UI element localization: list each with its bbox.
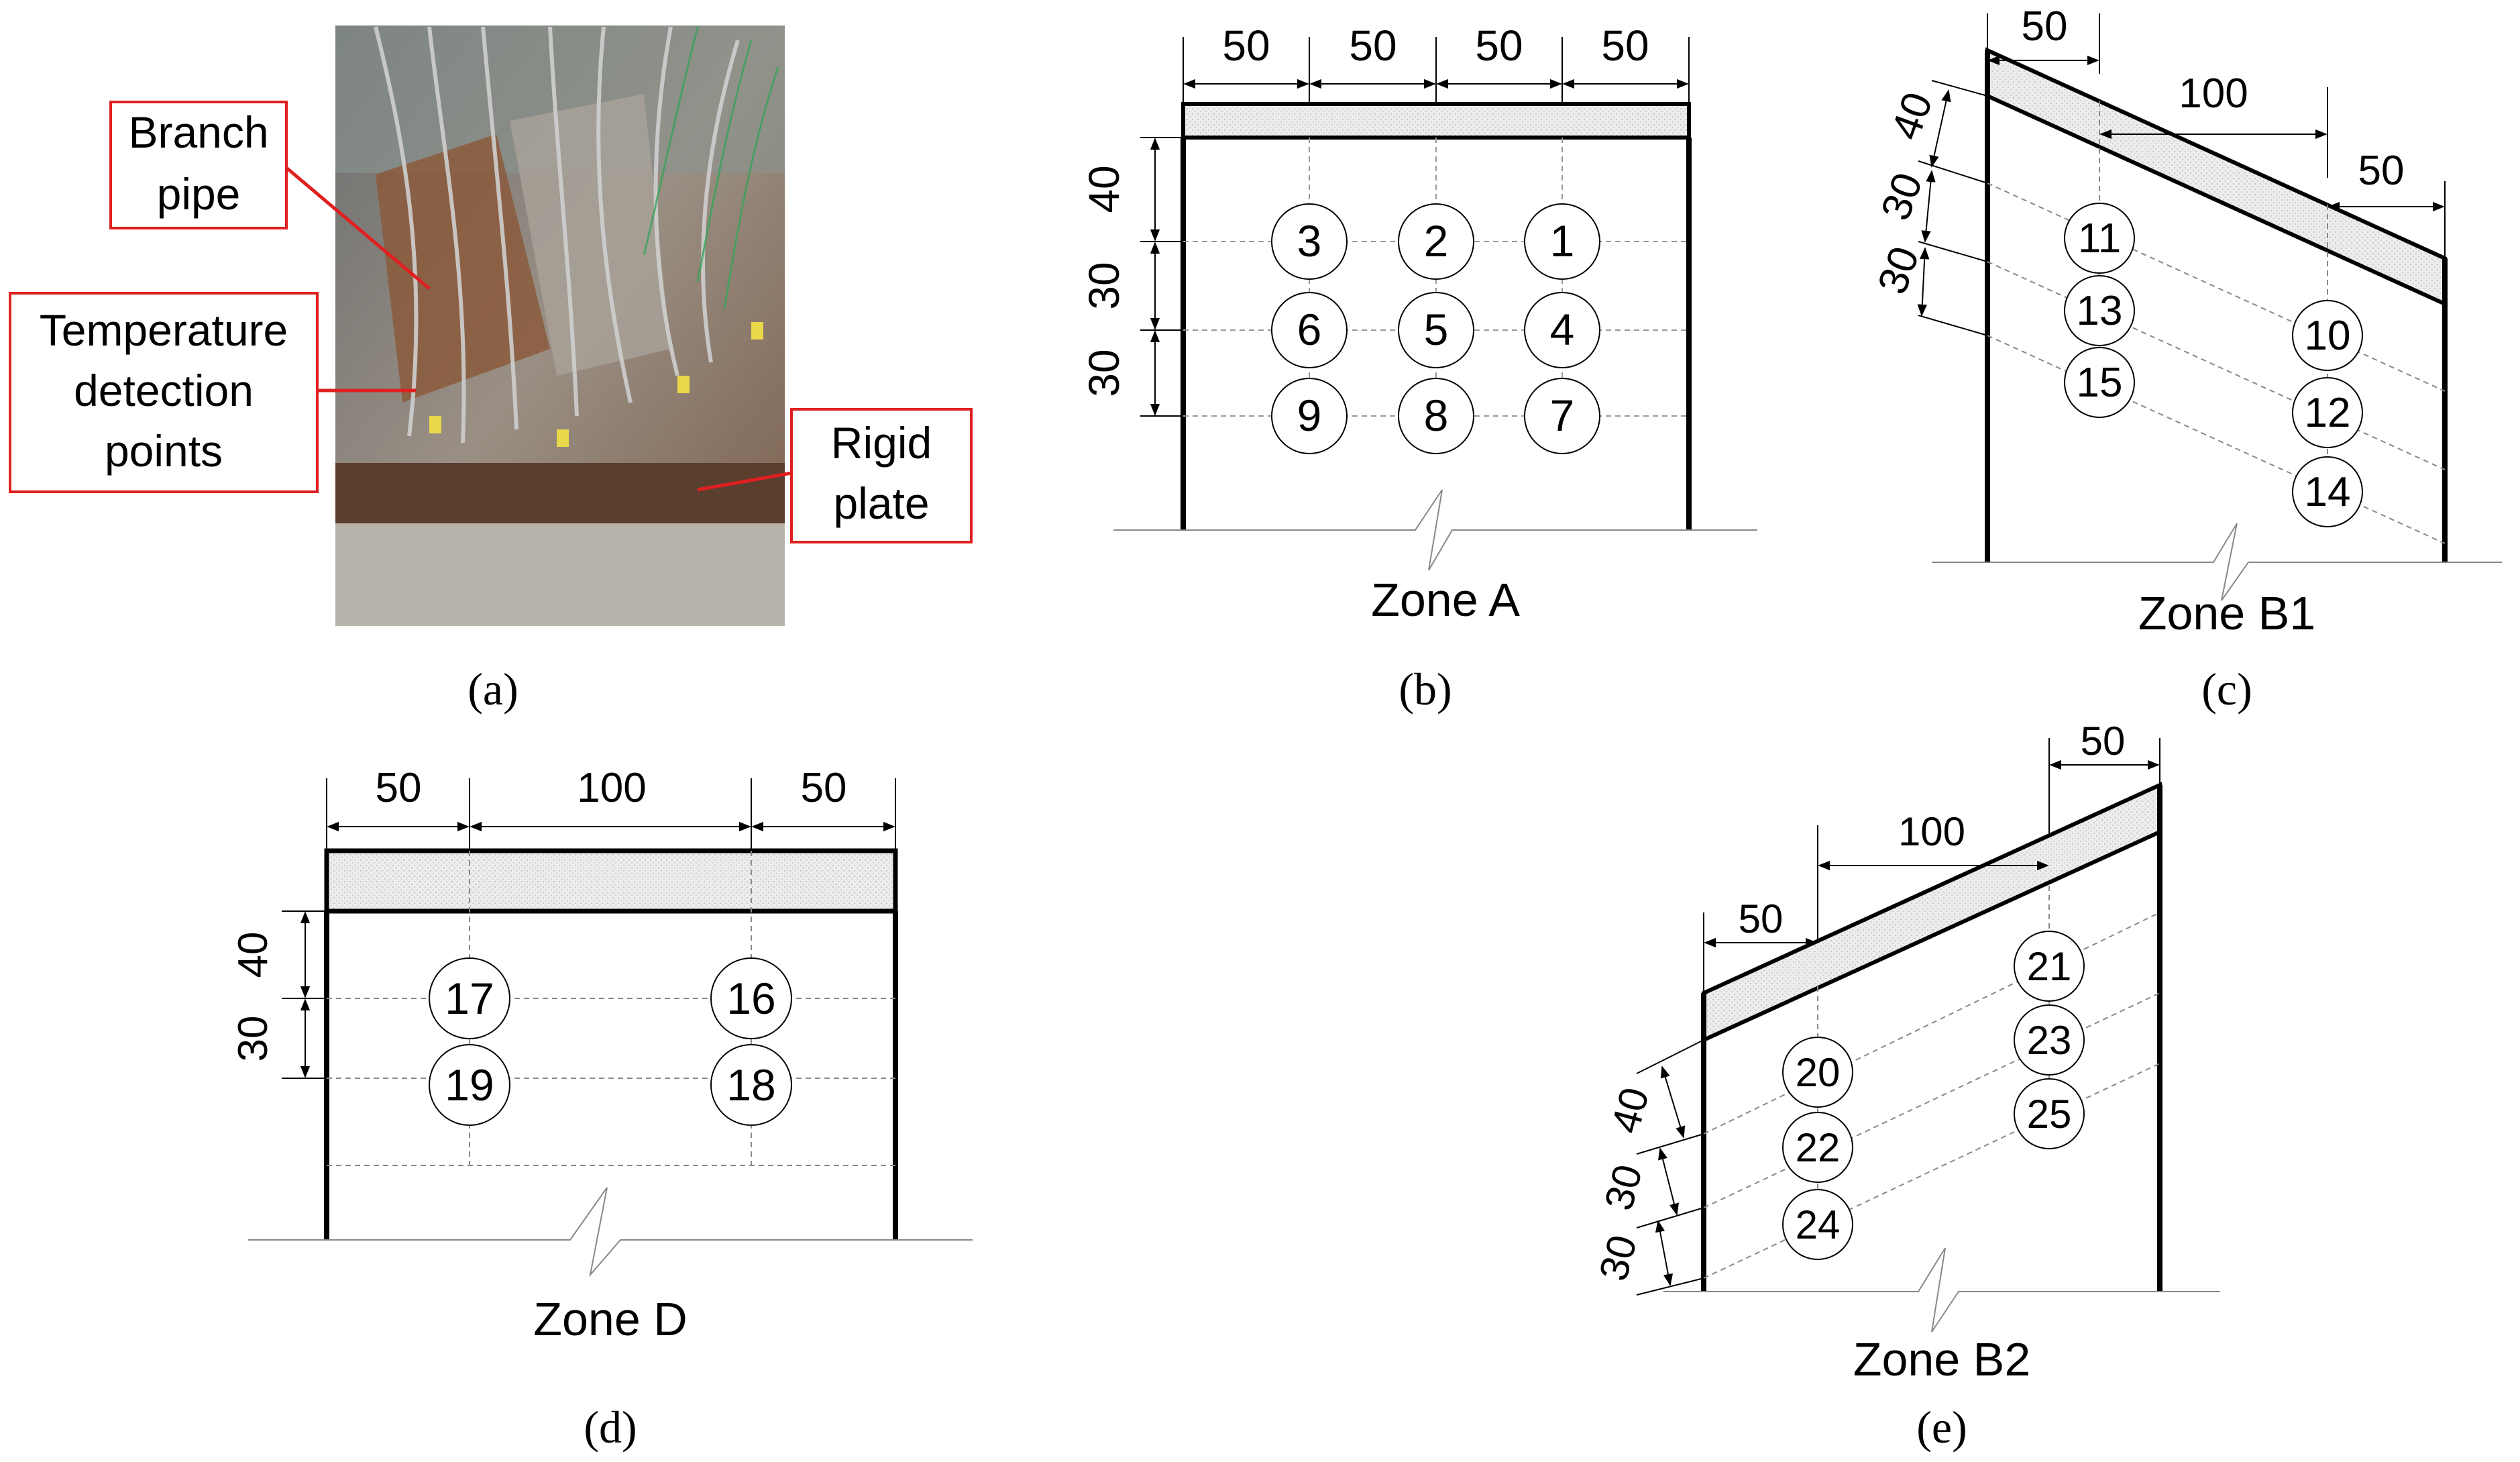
zone-a-top-dim-3: 50 <box>1475 21 1523 70</box>
zone-d-point: 16 <box>726 974 775 1023</box>
panel-label-d: (d) <box>584 1402 637 1453</box>
zone-b1-top-dim-1: 50 <box>2022 3 2068 50</box>
photo-callouts: Branch pipe Temperature detection points… <box>9 101 973 543</box>
zone-a-left-dim-2: 30 <box>1080 262 1128 309</box>
zone-d-left-dim-1: 40 <box>230 932 276 978</box>
panel-label-a: (a) <box>468 664 518 715</box>
zone-d-point: 19 <box>445 1060 494 1110</box>
zone-d-top-dim-3: 50 <box>801 765 847 811</box>
rigid-plate-label-2: plate <box>833 478 929 528</box>
zone-b1-point: 11 <box>2078 215 2121 262</box>
zone-b2-title: Zone B2 <box>1853 1333 2031 1386</box>
zone-b1-diagram <box>1917 13 2502 601</box>
zone-a-left-dim-3: 30 <box>1080 349 1128 397</box>
zone-b2-diagram <box>1636 738 2220 1333</box>
zone-a-labels: 50 50 50 50 40 30 30 3 2 1 6 5 4 9 8 7 Z… <box>1080 21 1649 626</box>
zone-b1-left-dim-2: 30 <box>1873 167 1932 226</box>
zone-b2-point: 20 <box>1796 1050 1841 1095</box>
zone-a-top-dim-2: 50 <box>1349 21 1396 70</box>
zone-b1-point: 14 <box>2305 469 2351 515</box>
zone-d-left-dim-2: 30 <box>230 1016 276 1062</box>
zone-b1-left-dim-1: 40 <box>1883 87 1942 146</box>
zone-b1-labels: 50 100 50 40 30 30 11 13 15 10 12 14 Zon… <box>1869 3 2405 639</box>
zone-b2-point: 23 <box>2027 1018 2072 1063</box>
zone-a-point: 8 <box>1424 390 1449 440</box>
zone-d-top-dim-2: 100 <box>577 765 646 811</box>
thermocouple-wires <box>374 26 740 443</box>
temperature-label-2: detection <box>74 366 254 415</box>
zone-a-point: 9 <box>1297 390 1322 440</box>
zone-a-point: 1 <box>1550 216 1575 266</box>
temperature-label-3: points <box>105 426 223 476</box>
zone-b2-point: 24 <box>1796 1202 1841 1247</box>
panel-label-c: (c) <box>2201 664 2252 715</box>
zone-a-top-dim-1: 50 <box>1222 21 1270 70</box>
temperature-callout <box>9 292 319 493</box>
zone-b2-point: 25 <box>2027 1092 2072 1137</box>
panel-label-b: (b) <box>1399 664 1451 715</box>
branch-pipe-label-2: pipe <box>157 169 241 219</box>
zone-a-diagram <box>1113 37 1757 571</box>
zone-b1-title: Zone B1 <box>2138 587 2316 639</box>
zone-d-top-dim-1: 50 <box>376 765 422 811</box>
zone-b1-point: 13 <box>2077 288 2123 334</box>
zone-b2-point: 21 <box>2027 944 2072 989</box>
zone-b2-top-dim-3: 50 <box>2081 719 2126 764</box>
rigid-plate-leader <box>697 471 792 492</box>
zone-b1-point: 12 <box>2305 390 2351 436</box>
branch-pipe-label-1: Branch <box>128 107 268 157</box>
zone-d-title: Zone D <box>533 1293 688 1345</box>
zone-b2-top-dim-1: 50 <box>1739 896 1784 941</box>
photo-panel <box>335 25 785 626</box>
zone-d-point: 17 <box>445 974 494 1023</box>
zone-d-diagram <box>248 778 973 1277</box>
panel-labels: (a) (b) (c) (d) (e) <box>468 664 2252 1453</box>
zone-a-top-dim-4: 50 <box>1601 21 1649 70</box>
zone-b1-top-dim-3: 50 <box>2358 148 2405 194</box>
zone-a-left-dim-1: 40 <box>1080 165 1128 213</box>
zone-b2-left-dim-1: 40 <box>1602 1083 1657 1138</box>
zone-a-point: 2 <box>1424 216 1449 266</box>
zone-a-point: 6 <box>1297 305 1322 354</box>
rigid-plate-shape <box>335 463 785 523</box>
zone-b2-point: 22 <box>1796 1125 1841 1170</box>
zone-b2-labels: 50 100 50 40 30 30 21 23 25 20 22 24 Zon… <box>1590 719 2125 1386</box>
zone-b2-left-dim-3: 30 <box>1590 1231 1645 1286</box>
zone-b2-left-dim-2: 30 <box>1596 1160 1651 1215</box>
branch-pipe-callout <box>109 101 288 229</box>
branch-pipe-leader <box>285 166 431 290</box>
panel-label-e: (e) <box>1916 1402 1967 1453</box>
zone-d-point: 18 <box>726 1060 775 1110</box>
zone-b1-point: 15 <box>2077 360 2123 406</box>
branch-pipe-shape <box>376 134 550 403</box>
zone-d-labels: 50 100 50 40 30 17 16 19 18 Zone D <box>230 765 846 1345</box>
rigid-plate-label-1: Rigid <box>831 418 932 468</box>
zone-b1-point: 10 <box>2305 313 2351 359</box>
zone-a-point: 3 <box>1297 216 1322 266</box>
zone-a-point: 4 <box>1550 305 1575 354</box>
temperature-label-1: Temperature <box>40 305 288 355</box>
zone-b1-left-dim-3: 30 <box>1869 241 1928 300</box>
zone-a-title: Zone A <box>1371 574 1520 626</box>
zone-b1-top-dim-2: 100 <box>2179 70 2248 117</box>
zone-a-point: 5 <box>1424 305 1449 354</box>
zone-a-point: 7 <box>1550 390 1575 440</box>
zone-b2-top-dim-2: 100 <box>1898 809 1965 854</box>
rigid-plate-callout <box>790 408 973 543</box>
